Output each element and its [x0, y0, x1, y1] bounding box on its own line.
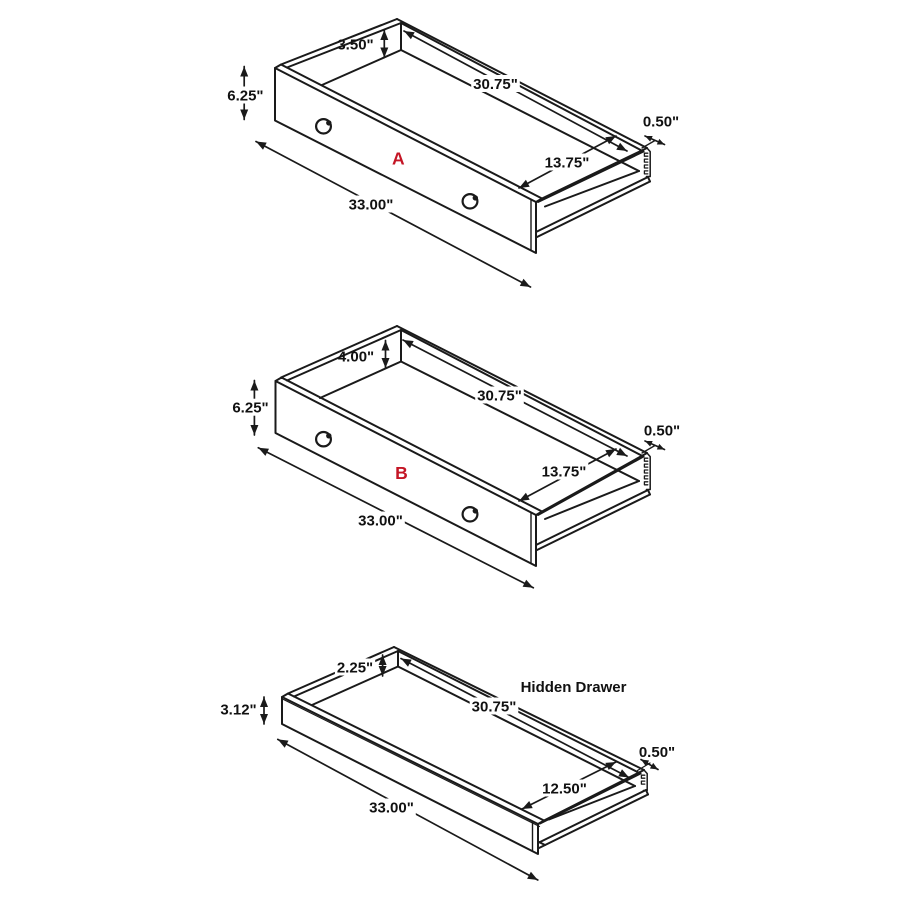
svg-text:30.75": 30.75"	[473, 76, 518, 93]
svg-text:4.00": 4.00"	[338, 348, 374, 365]
svg-text:A: A	[392, 149, 405, 169]
svg-text:13.75": 13.75"	[545, 154, 590, 171]
svg-text:6.25": 6.25"	[227, 87, 263, 104]
svg-text:Hidden Drawer: Hidden Drawer	[521, 679, 627, 696]
svg-text:0.50": 0.50"	[639, 744, 675, 761]
svg-text:3.50": 3.50"	[337, 36, 373, 53]
svg-text:3.12": 3.12"	[220, 701, 256, 718]
svg-text:12.50": 12.50"	[542, 780, 587, 797]
svg-text:33.00": 33.00"	[369, 799, 414, 816]
svg-text:0.50": 0.50"	[643, 113, 679, 130]
svg-text:30.75": 30.75"	[472, 698, 517, 715]
svg-text:33.00": 33.00"	[358, 512, 403, 529]
svg-text:2.25": 2.25"	[337, 659, 373, 676]
svg-text:33.00": 33.00"	[349, 196, 394, 213]
svg-text:6.25": 6.25"	[232, 400, 268, 417]
svg-text:0.50": 0.50"	[644, 422, 680, 439]
svg-text:30.75": 30.75"	[477, 387, 522, 404]
svg-text:B: B	[395, 463, 408, 483]
svg-text:13.75": 13.75"	[542, 463, 587, 480]
